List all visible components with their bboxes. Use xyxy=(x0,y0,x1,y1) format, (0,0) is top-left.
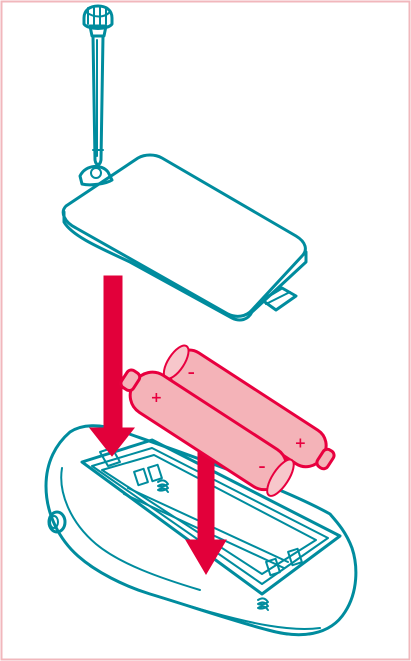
battery-2-plus: + xyxy=(150,390,162,406)
battery-2-minus: – xyxy=(258,459,265,475)
battery-1-plus: + xyxy=(294,436,306,452)
battery-1-minus: – xyxy=(188,365,195,381)
